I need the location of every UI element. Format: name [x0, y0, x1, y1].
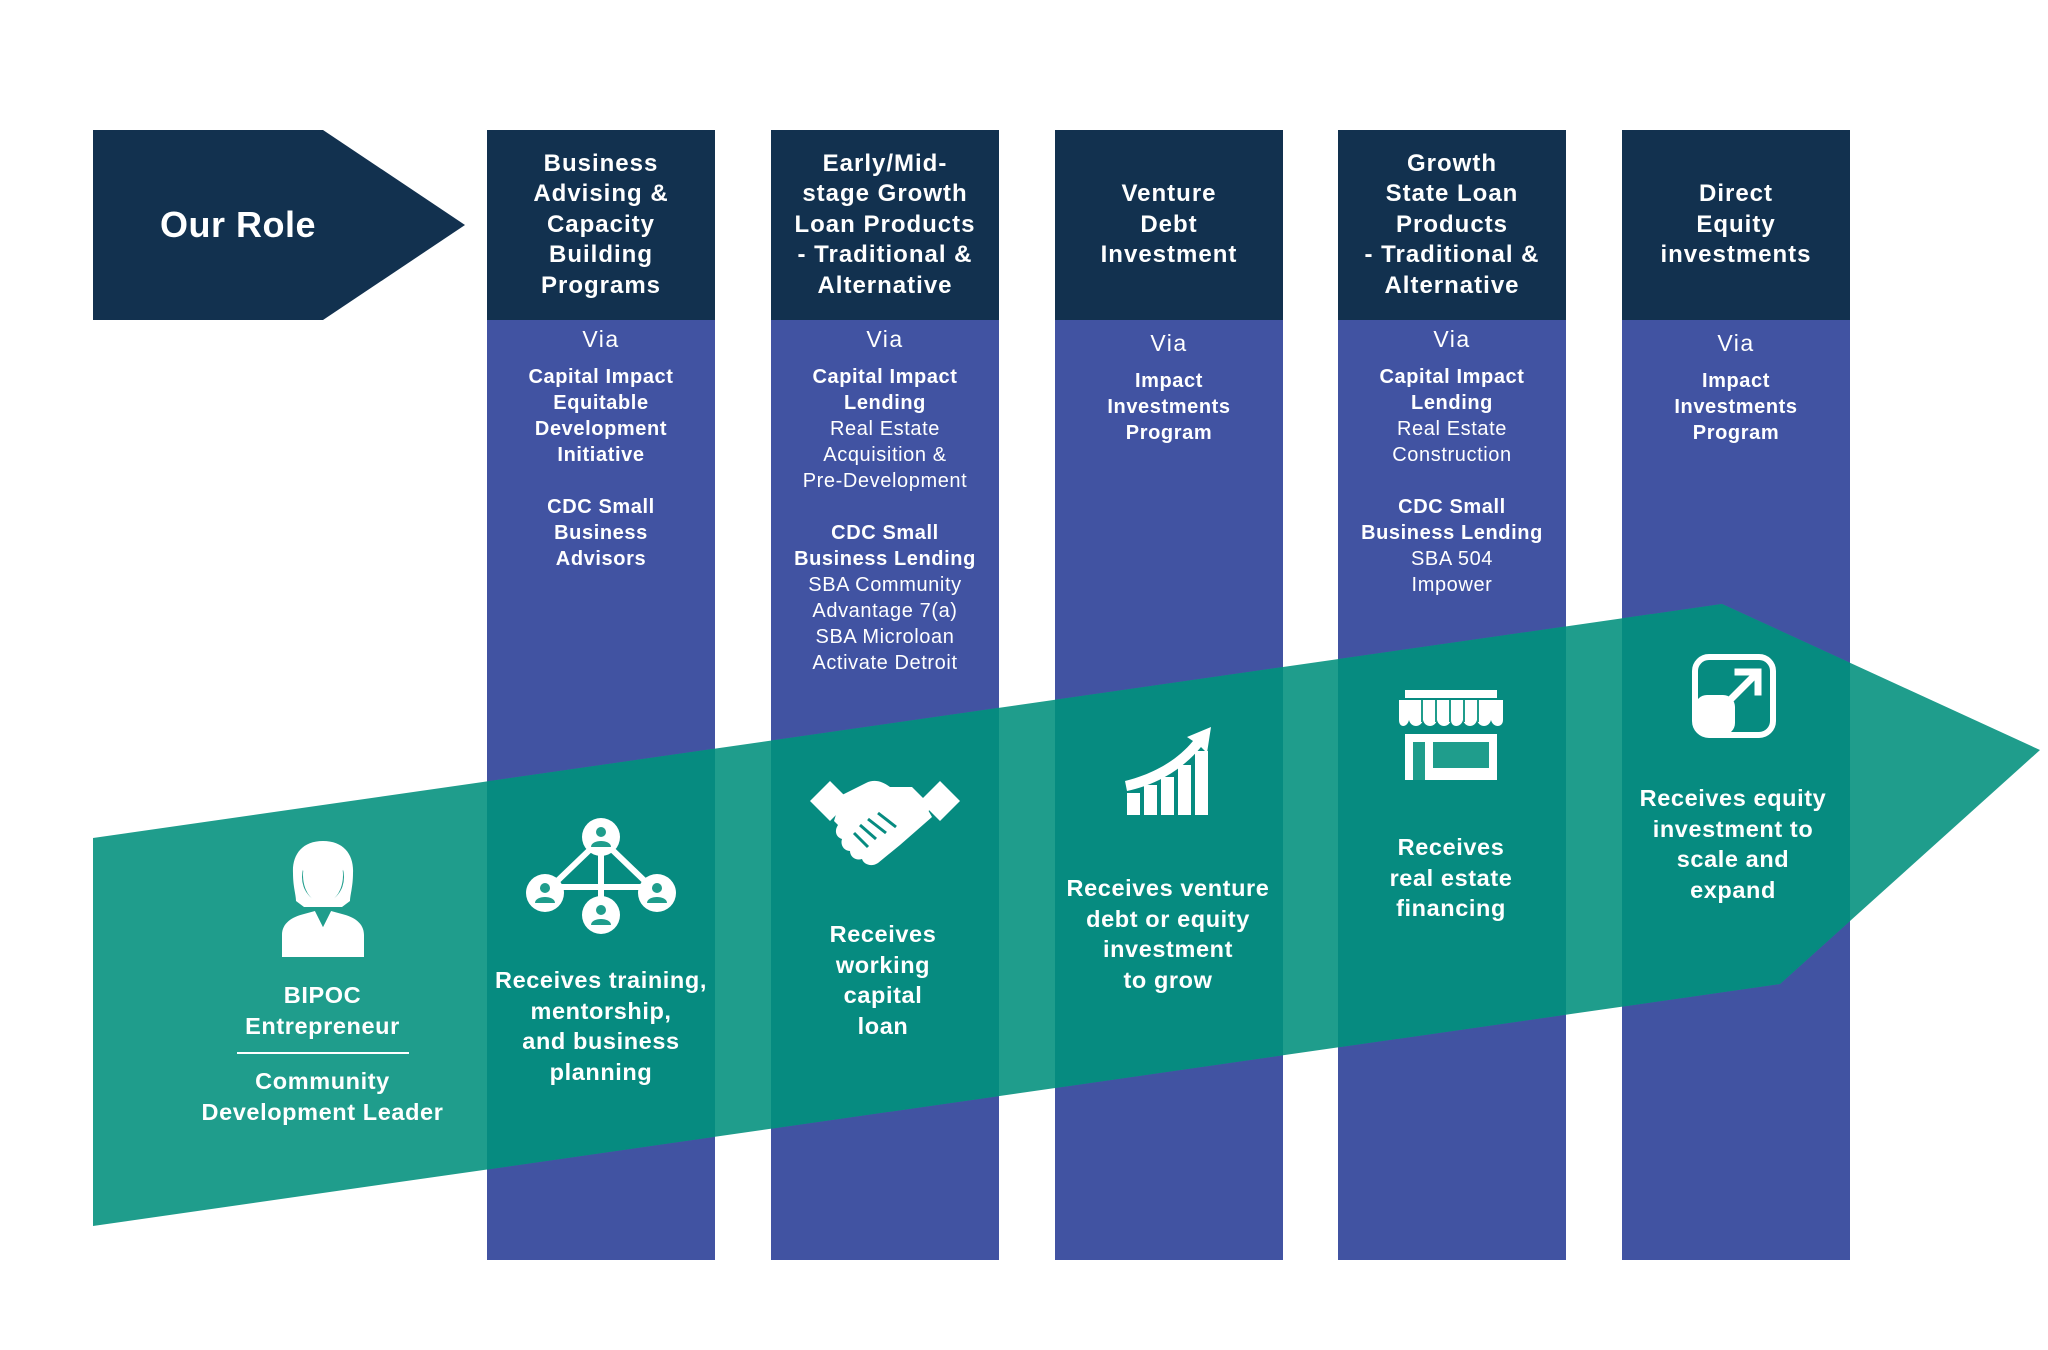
via-program-line: Capital Impact	[528, 366, 674, 388]
via-program-line: CDC Small	[831, 522, 939, 544]
via-program-line: Acquisition &	[823, 444, 947, 466]
via-label: Via	[1150, 330, 1188, 356]
via-program-line: Capital Impact	[1379, 366, 1525, 388]
via-program-line: Program	[1125, 422, 1213, 444]
stage-text-real-estate: Receives real estate financing	[1389, 834, 1513, 921]
via-program-line: Lending	[844, 392, 926, 414]
entrepreneur-person-icon	[282, 841, 364, 957]
column-header-early-mid-stage-loans: Early/Mid- stage Growth Loan Products - …	[794, 149, 976, 299]
via-program-line: Development	[534, 418, 668, 440]
via-program-line: Impact	[1701, 370, 1771, 392]
column-header-box	[1622, 130, 1850, 320]
via-program-line: Business Lending	[794, 548, 976, 570]
via-program-line: CDC Small	[1398, 496, 1506, 518]
storefront-icon	[1399, 690, 1503, 780]
entrepreneur-label-secondary: Community Development Leader	[201, 1068, 444, 1125]
our-role-arrow	[93, 130, 465, 320]
growth-chart-icon	[1125, 727, 1211, 815]
via-program-line: Real Estate	[1397, 418, 1507, 440]
stage-text-working-capital: Receives working capital loan	[829, 921, 937, 1039]
via-program-line: Equitable	[553, 392, 649, 414]
via-label: Via	[1717, 330, 1755, 356]
column-header-box	[487, 130, 715, 320]
via-label: Via	[1433, 326, 1471, 352]
via-program-line: Initiative	[557, 444, 645, 466]
via-spacer	[1338, 468, 1566, 494]
stage-text-equity: Receives equity investment to scale and …	[1639, 785, 1827, 903]
via-program-line: Lending	[1411, 392, 1493, 414]
via-program-line: Impower	[1411, 574, 1493, 596]
column-header-box	[1055, 130, 1283, 320]
entrepreneur-label-primary: BIPOC Entrepreneur	[245, 982, 400, 1039]
via-program-line: SBA Community	[808, 574, 962, 596]
stage-text-training: Receives training, mentorship, and busin…	[495, 967, 707, 1085]
entrepreneur-divider	[237, 1052, 409, 1054]
handshake-icon	[810, 780, 960, 866]
via-program-line: Advisors	[555, 548, 647, 570]
via-program-line: Investments	[1107, 396, 1231, 418]
via-program-line: CDC Small	[547, 496, 655, 518]
via-spacer	[771, 494, 999, 520]
via-program-line: Business Lending	[1361, 522, 1543, 544]
network-people-icon	[526, 818, 676, 934]
via-program-line: Pre-Development	[802, 470, 968, 492]
our-role-label: Our Role	[159, 204, 316, 245]
column-header-box	[1338, 130, 1566, 320]
column-header-direct-equity: Direct Equity investments	[1660, 180, 1812, 269]
scale-expand-icon	[1692, 654, 1776, 738]
column-header-box	[771, 130, 999, 320]
column-header-business-advising: Business Advising & Capacity Building Pr…	[533, 149, 669, 299]
via-program-line: Investments	[1674, 396, 1798, 418]
via-label: Via	[582, 326, 620, 352]
via-program-line: Program	[1692, 422, 1780, 444]
column-header-growth-stage-loans: Growth State Loan Products - Traditional…	[1364, 149, 1540, 299]
via-program-line: Activate Detroit	[812, 652, 958, 674]
via-program-line: Real Estate	[830, 418, 940, 440]
via-program-line: SBA 504	[1410, 548, 1494, 570]
via-program-line: Construction	[1392, 444, 1512, 466]
via-label: Via	[866, 326, 904, 352]
via-program-line: SBA Microloan	[815, 626, 955, 648]
via-program-line: Business	[554, 522, 648, 544]
via-program-line: Capital Impact	[812, 366, 958, 388]
stage-text-venture-debt: Receives venture debt or equity investme…	[1066, 875, 1270, 993]
column-header-venture-debt: Venture Debt Investment	[1100, 180, 1238, 269]
via-program-line: Advantage 7(a)	[812, 600, 958, 622]
via-spacer	[487, 468, 715, 494]
via-program-line: Impact	[1134, 370, 1204, 392]
